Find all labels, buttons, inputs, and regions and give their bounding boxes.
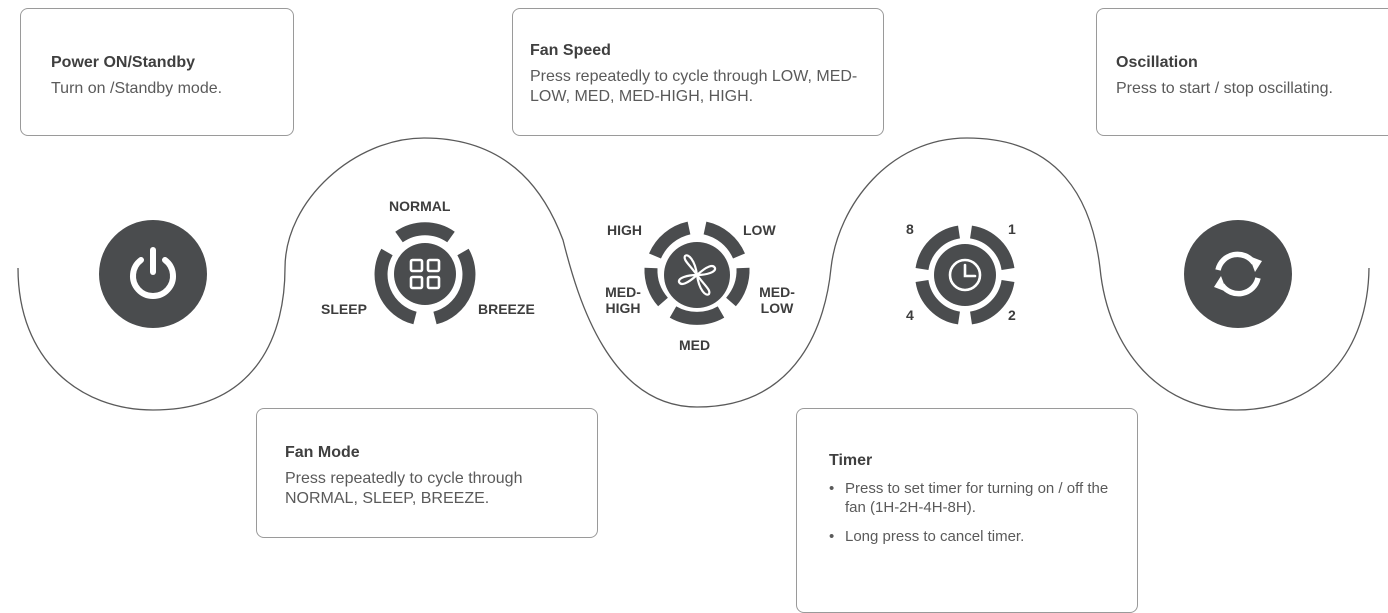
oscillation-button[interactable] xyxy=(1184,220,1292,328)
mode-ring-segment-breeze xyxy=(433,248,476,325)
timer-dial[interactable] xyxy=(909,219,1021,331)
oscillation-callout: Oscillation Press to start / stop oscill… xyxy=(1096,8,1388,136)
fan-mode-title: Fan Mode xyxy=(285,444,360,461)
speed-ring-segment-med-high xyxy=(644,267,669,307)
timer-title: Timer xyxy=(829,452,873,469)
speed-label-med-high: MED- HIGH xyxy=(605,284,641,316)
speed-label-med-low: MED- LOW xyxy=(759,284,795,316)
oscillation-description: Press to start / stop oscillating. xyxy=(1116,80,1333,97)
mode-ring-segment-sleep xyxy=(374,248,417,325)
mode-label-breeze: BREEZE xyxy=(478,301,535,317)
fan-speed-description: Press repeatedly to cycle through LOW, M… xyxy=(530,68,858,105)
timer-label-2: 2 xyxy=(1008,307,1016,323)
fan-icon xyxy=(677,254,717,296)
timer-ring-segment-4 xyxy=(915,279,961,325)
timer-ring-segment-8 xyxy=(915,225,961,271)
mode-ring-segment-normal xyxy=(395,222,455,243)
fan-speed-title: Fan Speed xyxy=(530,42,611,59)
power-description: Turn on /Standby mode. xyxy=(51,80,223,97)
fan-speed-callout: Fan Speed Press repeatedly to cycle thro… xyxy=(512,8,884,136)
oscillation-title: Oscillation xyxy=(1116,54,1198,71)
timer-label-1: 1 xyxy=(1008,221,1016,237)
power-title: Power ON/Standby xyxy=(51,54,196,71)
speed-ring-segment-med xyxy=(669,306,725,325)
timer-bullets: Press to set timer for turning on / off … xyxy=(829,479,1119,546)
mode-label-sleep: SLEEP xyxy=(321,301,367,317)
fan-mode-callout: Fan Mode Press repeatedly to cycle throu… xyxy=(256,408,598,538)
timer-callout: Timer Press to set timer for turning on … xyxy=(796,408,1138,613)
fan-mode-dial[interactable] xyxy=(371,220,479,328)
power-button[interactable] xyxy=(99,220,207,328)
fan-mode-description: Press repeatedly to cycle through NORMAL… xyxy=(285,470,523,507)
power-icon xyxy=(130,247,176,299)
speed-ring-segment-high xyxy=(649,221,691,259)
mode-grid-icon xyxy=(409,258,441,290)
timer-bullet: Press to set timer for turning on / off … xyxy=(829,479,1119,517)
fan-speed-dial[interactable] xyxy=(637,220,757,330)
speed-ring-segment-med-low xyxy=(725,267,750,307)
speed-label-low: LOW xyxy=(743,222,776,238)
power-callout: Power ON/Standby Turn on /Standby mode. xyxy=(20,8,294,136)
timer-ring-segment-1 xyxy=(969,225,1015,271)
timer-bullet: Long press to cancel timer. xyxy=(829,527,1119,546)
mode-label-normal: NORMAL xyxy=(389,198,451,214)
timer-ring-segment-2 xyxy=(969,279,1015,325)
speed-label-med: MED xyxy=(679,337,711,353)
clock-icon xyxy=(948,258,982,292)
oscillation-icon xyxy=(1214,251,1262,297)
timer-label-8: 8 xyxy=(906,221,914,237)
speed-ring-segment-low xyxy=(703,221,745,259)
timer-label-4: 4 xyxy=(906,307,914,323)
speed-label-high: HIGH xyxy=(607,222,642,238)
